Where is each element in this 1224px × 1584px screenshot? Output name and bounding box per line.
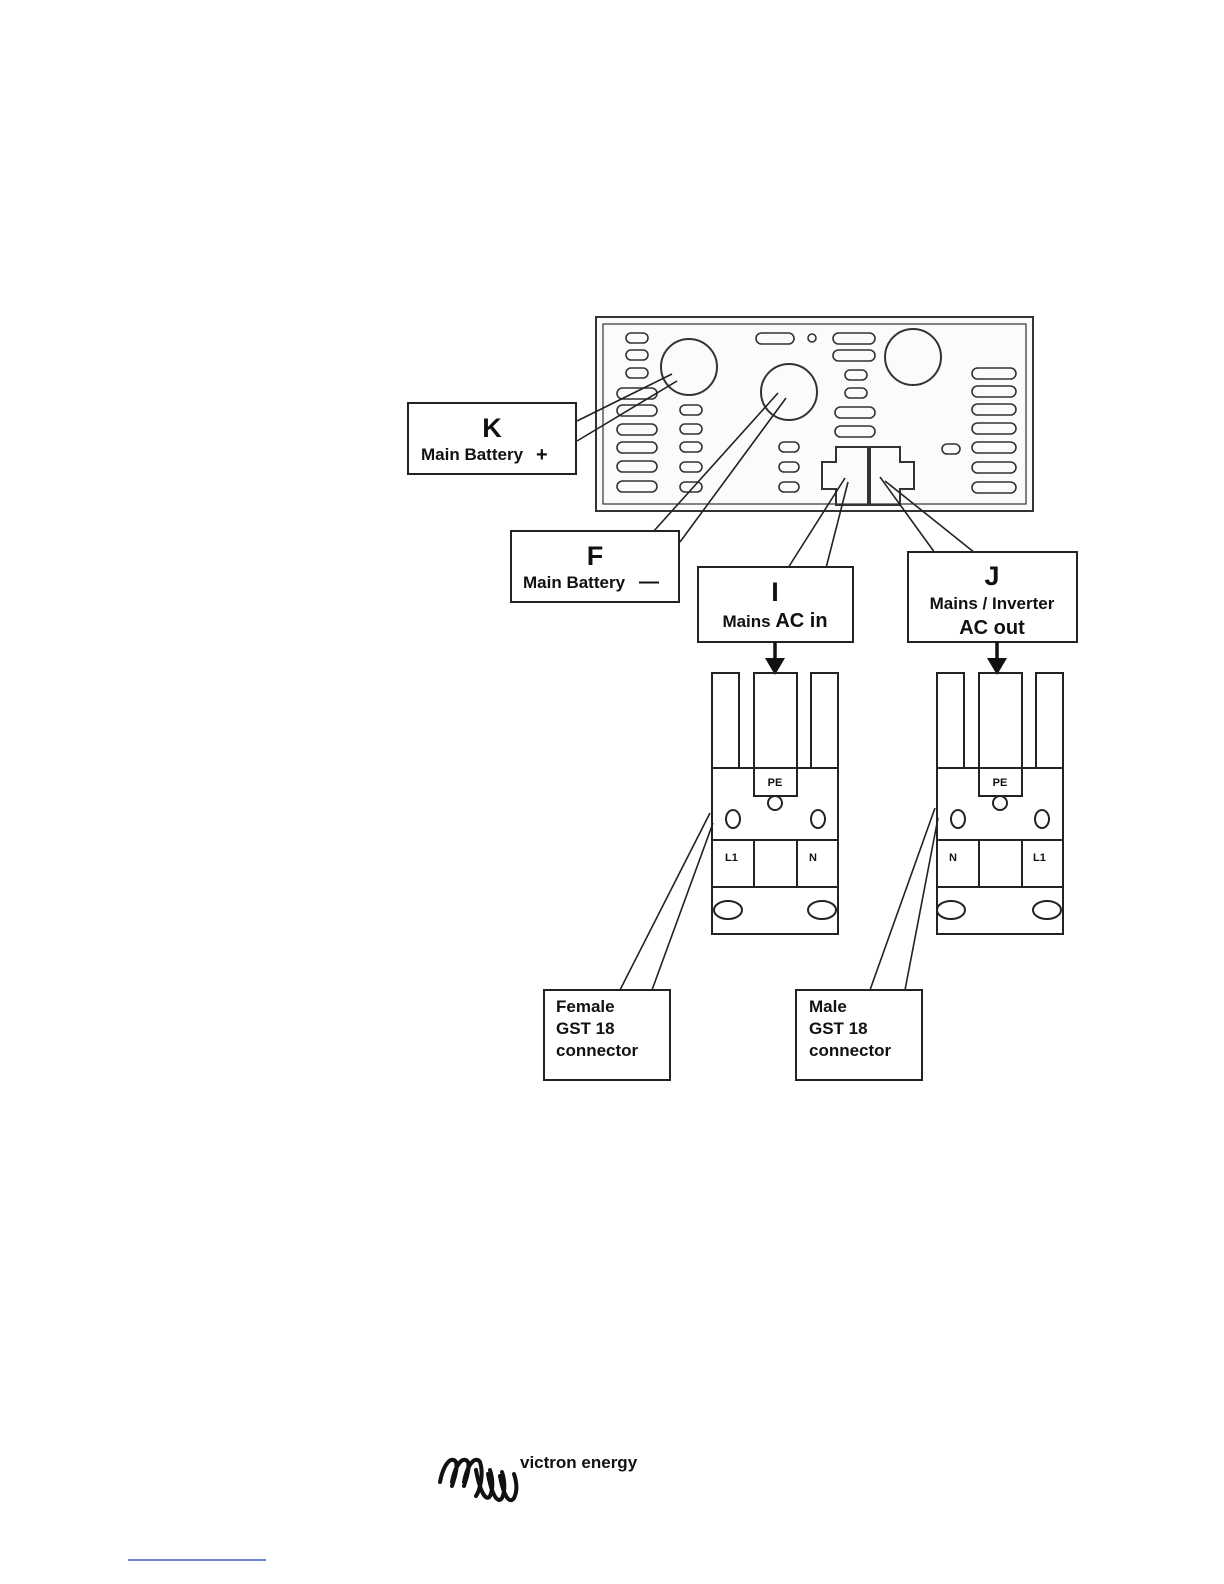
minus-icon: — xyxy=(639,571,659,593)
plus-icon: + xyxy=(536,444,548,466)
callout-j-line2: AC out xyxy=(959,617,1025,639)
callout-f: F Main Battery — xyxy=(511,531,679,602)
female-connector xyxy=(712,673,838,934)
male-connector-caption: Male GST 18 connector xyxy=(796,990,922,1080)
callout-i: I Mains AC in xyxy=(698,567,853,642)
male-terminal-n: N xyxy=(949,852,957,864)
callout-i-letter: I xyxy=(771,577,779,607)
female-connector-caption: Female GST 18 connector xyxy=(544,990,670,1080)
callout-k: K Main Battery + xyxy=(408,403,576,474)
callout-k-text: Main Battery xyxy=(421,445,524,464)
male-caption-line2: GST 18 xyxy=(809,1019,868,1038)
male-terminal-l1: L1 xyxy=(1033,852,1046,864)
connector-leaders xyxy=(620,808,938,990)
callout-f-letter: F xyxy=(587,541,604,571)
callout-j-letter: J xyxy=(984,561,999,591)
victron-logo-icon xyxy=(440,1460,516,1500)
male-caption-line1: Male xyxy=(809,997,847,1016)
female-terminal-n: N xyxy=(809,852,817,864)
callout-f-text: Main Battery xyxy=(523,573,626,592)
female-caption-line3: connector xyxy=(556,1041,639,1060)
callout-i-text: Mains xyxy=(722,612,775,631)
male-connector xyxy=(937,673,1063,934)
callout-j: J Mains / Inverter AC out xyxy=(908,552,1077,642)
male-caption-line3: connector xyxy=(809,1041,892,1060)
arrow-down-icon xyxy=(765,642,1007,675)
callout-i-ac-in: AC in xyxy=(775,610,827,632)
svg-text:Mains AC in: Mains AC in xyxy=(722,610,827,632)
connection-panel xyxy=(596,317,1033,511)
female-caption-line2: GST 18 xyxy=(556,1019,615,1038)
female-terminal-l1: L1 xyxy=(725,852,738,864)
female-terminal-pe: PE xyxy=(768,777,783,789)
callout-k-letter: K xyxy=(482,413,502,443)
male-terminal-pe: PE xyxy=(993,777,1008,789)
female-caption-line1: Female xyxy=(556,997,615,1016)
brand-name: victron energy xyxy=(520,1453,638,1472)
callout-j-line1: Mains / Inverter xyxy=(930,594,1055,613)
